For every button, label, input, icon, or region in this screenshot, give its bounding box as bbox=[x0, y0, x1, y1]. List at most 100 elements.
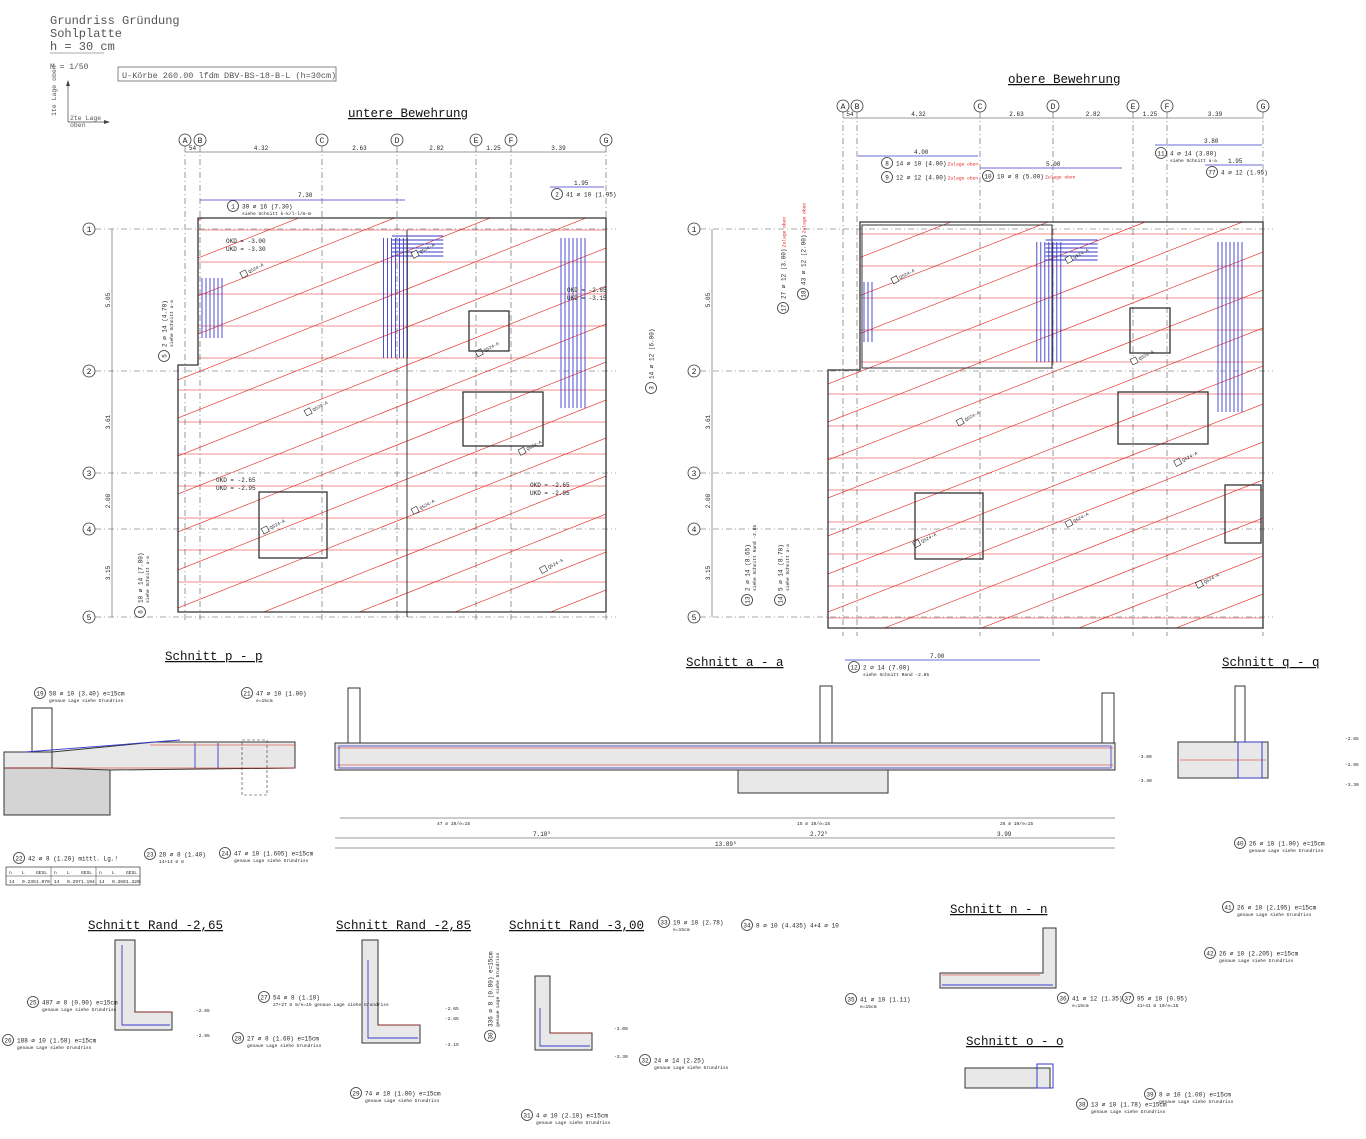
mesh-diagonal bbox=[828, 222, 1263, 385]
pit-outline bbox=[462, 391, 544, 447]
table-cell: 1.070 bbox=[36, 879, 50, 885]
table-cell: 1.320 bbox=[126, 879, 140, 885]
position-circle bbox=[1076, 1098, 1088, 1110]
position-number: 12 bbox=[850, 665, 858, 672]
mat-tag-box bbox=[539, 564, 548, 574]
bar-note: genaue Lage siehe Grundriss bbox=[365, 1098, 440, 1104]
position-number: 41 bbox=[1224, 905, 1232, 912]
mesh-diagonal bbox=[178, 218, 606, 381]
bar-description: 2 ⌀ 14 (8.65) bbox=[745, 544, 752, 591]
position-circle bbox=[219, 847, 231, 859]
section-title-oo: Schnitt o - o bbox=[966, 1035, 1064, 1049]
bar-description: 4 ⌀ 10 (2.10) e=15cm bbox=[536, 1113, 608, 1120]
row-dimension: 3.61 bbox=[105, 414, 112, 429]
mat-tag-box bbox=[1064, 518, 1074, 528]
mat-tag-box bbox=[955, 417, 965, 427]
table-cell: 14 bbox=[9, 879, 15, 885]
mesh-diagonal bbox=[828, 441, 1263, 613]
mat-tag-box bbox=[303, 407, 313, 417]
bar-note: siehe Schnitt a-a bbox=[785, 544, 791, 591]
position-number: 2 bbox=[555, 192, 559, 199]
mat-tag-label: Q524-A bbox=[1203, 572, 1221, 585]
position-circle bbox=[484, 1030, 496, 1042]
mesh-diagonal bbox=[178, 218, 606, 305]
table-header: n bbox=[99, 871, 102, 876]
position-number: 18 bbox=[801, 290, 808, 298]
mat-tag-box bbox=[890, 275, 900, 285]
bar-description: 5 ⌀ 14 (8.70) bbox=[778, 544, 785, 591]
grid-bubble bbox=[687, 222, 701, 236]
position-number: 27 bbox=[260, 995, 268, 1002]
bar-note: genaue Lage siehe Grundriss bbox=[42, 1007, 117, 1013]
position-circle bbox=[13, 852, 25, 864]
bar-note: e=15cm bbox=[1072, 1003, 1089, 1009]
column-dimension: 1.25 bbox=[486, 145, 501, 152]
pit-outline bbox=[258, 491, 328, 559]
mesh-diagonal bbox=[828, 593, 1263, 628]
mesh-diagonal bbox=[828, 517, 1263, 628]
drawing-subtitle: Sohlplatte bbox=[50, 27, 122, 41]
elevation: -3.00 bbox=[1138, 754, 1152, 760]
mesh-diagonal bbox=[828, 327, 1263, 499]
grid-bubble bbox=[469, 133, 483, 147]
position-number: 21 bbox=[243, 691, 251, 698]
bar-note: genaue Lage siehe Grundriss bbox=[17, 1045, 92, 1051]
grid-row-label: 5 bbox=[87, 614, 92, 623]
plan-title-lower: untere Bewehrung bbox=[348, 107, 468, 121]
level-okd: OKD = -2.85 bbox=[567, 287, 607, 294]
bar-description: 19 ⌀ 10 (2.78) bbox=[673, 920, 723, 927]
title-block: Grundriss Gründung Sohlplatte h = 30 cm … bbox=[50, 14, 337, 129]
bar-note: siehe Schnitt Rand -2.85 bbox=[863, 672, 929, 678]
mat-tag-box bbox=[1194, 579, 1204, 589]
bar-note: siehe Schnitt a-a bbox=[145, 556, 151, 603]
column-dimension: 1.25 bbox=[1143, 111, 1158, 118]
grid-bubble bbox=[1126, 99, 1140, 113]
mat-tag-box bbox=[1173, 457, 1183, 467]
axis-label-1te-lage: 1te Lage oben bbox=[51, 65, 58, 116]
mat-tag-box bbox=[1064, 254, 1074, 264]
bar-description: 336 ⌀ 8 (0.80) e=15cm bbox=[488, 951, 495, 1027]
mesh-diagonal bbox=[178, 361, 606, 533]
bar-note: genaue Lage siehe Grundriss bbox=[49, 698, 124, 704]
position-number: 35 bbox=[847, 997, 855, 1004]
elevation: -3.15 bbox=[445, 1042, 459, 1048]
section-title-rand-265: Schnitt Rand -2,65 bbox=[88, 919, 223, 933]
position-circle bbox=[1222, 901, 1234, 913]
section-qq-drawing bbox=[1177, 685, 1269, 779]
grid-column-label: A bbox=[183, 137, 188, 146]
dim-label: 7.30 bbox=[298, 192, 313, 199]
mat-tag-box bbox=[474, 348, 484, 358]
grid-bubble bbox=[1160, 99, 1174, 113]
bar-description: 10 ⌀ 14 (7.80) bbox=[138, 553, 145, 603]
position-number: 33 bbox=[660, 920, 668, 927]
dim-aa-2: 2.72⁵ bbox=[810, 831, 828, 838]
mesh-diagonal bbox=[828, 289, 1263, 461]
column-dimension: 2.82 bbox=[1086, 111, 1101, 118]
axis-label-2te-lage: 2te Lage bbox=[70, 115, 101, 122]
position-circle bbox=[1204, 947, 1216, 959]
row-dimension: 3.61 bbox=[705, 414, 712, 429]
position-circle bbox=[845, 993, 857, 1005]
position-number: 77 bbox=[1208, 170, 1216, 177]
bar-note: genaue Lage siehe Grundriss bbox=[234, 858, 309, 864]
grid-column-label: G bbox=[1261, 103, 1266, 112]
table-cell: 0.297 bbox=[67, 879, 81, 885]
bar-description: 14 ⌀ 10 (4.00) bbox=[896, 161, 946, 168]
mat-tag-label: Q524-A bbox=[898, 268, 916, 281]
u-korbe-label: U-Körbe 260.00 lfdm DBV-BS-18-B-L (h=30c… bbox=[122, 71, 336, 81]
bar-description: 41 ⌀ 12 (1.35) bbox=[1072, 996, 1122, 1003]
position-number: 3 bbox=[649, 386, 656, 390]
mesh-diagonal bbox=[178, 247, 606, 419]
level-ukd: UKD = -2.95 bbox=[216, 485, 256, 492]
table-header: GESL bbox=[126, 870, 137, 876]
bar-description: 12 ⌀ 12 (4.00) bbox=[896, 175, 946, 182]
grid-row-label: 5 bbox=[692, 614, 697, 623]
position-number: 36 bbox=[1059, 996, 1067, 1003]
rebar-layer: Q524-AQ524-AQ524-AQ524-AQ524-AQ524-AQ524… bbox=[828, 222, 1263, 628]
table-header: L bbox=[67, 870, 70, 876]
